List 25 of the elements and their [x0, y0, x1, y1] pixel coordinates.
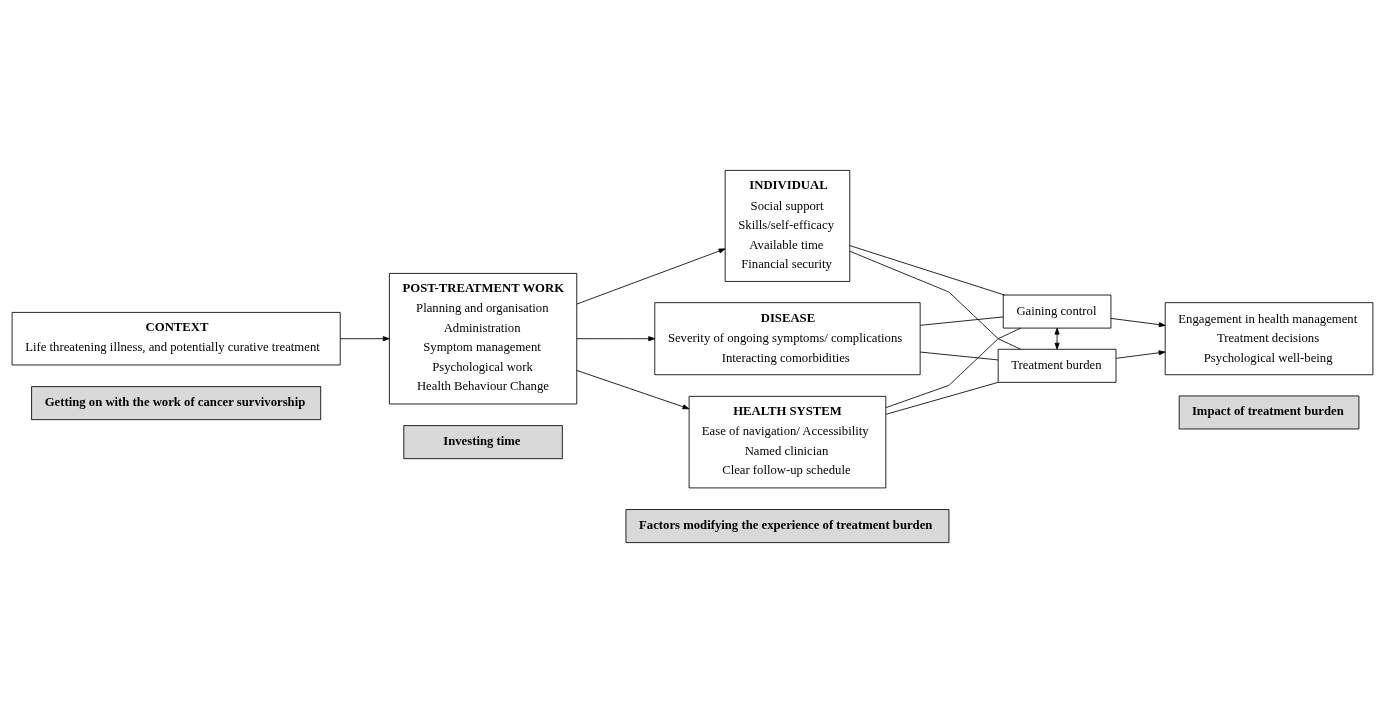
node-box: HEALTH SYSTEM Ease of navigation/ Accessibility Named clinician Clear follow-up schedule [688, 395, 887, 488]
node-box: POST-TREATMENT WORK Planning and organisation Administration Symptom management Psychological work Health Behaviour Change [388, 272, 578, 404]
connector [919, 351, 999, 360]
node-box: CONTEXT Life threatening illness, and potentially curative treatment [11, 311, 341, 365]
node-box: INDIVIDUAL Social support Skills/self-efficacy Available time Financial security [724, 169, 851, 282]
node-box: Getting on with the work of cancer survivorship [31, 385, 322, 420]
connector [885, 327, 1022, 408]
node-box: Impact of treatment burden [1178, 395, 1360, 429]
connector [919, 316, 1004, 326]
arrow [339, 335, 390, 341]
connector [849, 250, 1022, 350]
node-box: Investing time [403, 424, 563, 459]
connector [849, 244, 1005, 295]
node-box: Treatment burden [997, 348, 1117, 383]
arrow [576, 369, 690, 409]
arrow [1115, 349, 1166, 359]
arrow [1110, 317, 1166, 327]
arrow [576, 335, 656, 341]
node-box: Engagement in health management Treatment decisions Psychological well-being [1164, 301, 1374, 375]
node-box: Factors modifying the experience of treatment burden [625, 508, 950, 543]
connector [885, 381, 999, 415]
node-box: Gaining control [1002, 294, 1112, 329]
node-box: DISEASE Severity of ongoing symptoms/ complications Interacting comorbidities [654, 301, 921, 375]
arrow [1054, 327, 1060, 350]
arrow [576, 247, 726, 304]
